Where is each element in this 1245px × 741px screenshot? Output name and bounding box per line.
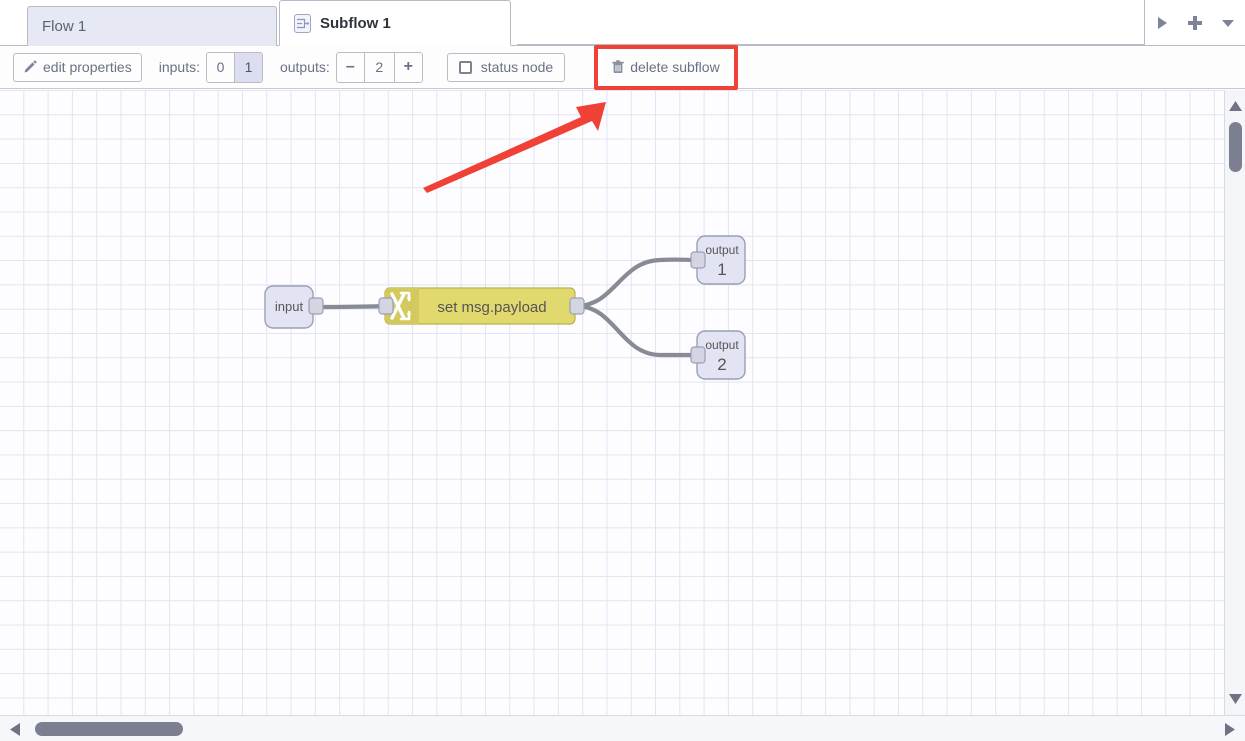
status-node-checkbox[interactable] xyxy=(458,60,472,74)
tab-bar-filler xyxy=(517,0,1144,45)
subflow-toolbar: edit properties inputs: 0 1 outputs: – 2… xyxy=(0,44,1245,90)
status-node-toggle[interactable]: status node xyxy=(446,52,566,82)
tab-flow-1[interactable]: Flow 1 xyxy=(27,6,277,46)
node-subflow-input-label: input xyxy=(275,299,304,314)
delete-subflow-highlight: delete subflow xyxy=(594,44,738,90)
node-subflow-output-1[interactable]: output 1 xyxy=(690,235,746,285)
horizontal-scrollbar[interactable] xyxy=(0,715,1245,741)
wire-change-to-output-2[interactable] xyxy=(573,303,700,358)
node-change-label: set msg.payload xyxy=(437,299,546,316)
scroll-down-button[interactable] xyxy=(1229,691,1242,707)
tab-strip: Flow 1 Subflow 1 xyxy=(0,0,511,46)
wire-change-to-output-1[interactable] xyxy=(573,257,700,309)
add-flow-button[interactable] xyxy=(1183,11,1207,35)
change-shuffle-icon xyxy=(390,291,412,321)
delete-subflow-label: delete subflow xyxy=(630,59,720,75)
port-output-2-input[interactable] xyxy=(690,346,706,364)
pencil-icon xyxy=(23,60,37,74)
annotation-arrow-icon xyxy=(423,102,606,193)
flow-canvas[interactable]: input set msg.payload output 1 xyxy=(0,90,1224,715)
node-subflow-output-1-label: output xyxy=(705,243,739,257)
wire-input-to-change[interactable] xyxy=(310,303,388,310)
tab-flow-1-label: Flow 1 xyxy=(42,18,87,35)
inputs-selector[interactable]: 0 1 xyxy=(205,51,263,83)
port-change-output[interactable] xyxy=(569,297,585,315)
horizontal-scrollbar-thumb[interactable] xyxy=(35,722,183,736)
inputs-label: inputs: xyxy=(158,59,200,75)
node-change[interactable]: set msg.payload xyxy=(378,287,585,325)
edit-properties-button[interactable]: edit properties xyxy=(13,52,142,82)
outputs-value: 2 xyxy=(364,52,395,82)
canvas-svg: input set msg.payload output 1 xyxy=(264,102,746,380)
flow-tab-bar: Flow 1 Subflow 1 xyxy=(0,0,1245,46)
scroll-right-button[interactable] xyxy=(1225,723,1235,739)
delete-subflow-button[interactable]: delete subflow xyxy=(602,52,730,82)
vertical-scrollbar[interactable] xyxy=(1224,90,1245,715)
node-subflow-output-2-label: output xyxy=(705,338,739,352)
scroll-up-button[interactable] xyxy=(1229,98,1242,114)
outputs-stepper[interactable]: – 2 + xyxy=(335,51,423,83)
scroll-left-button[interactable] xyxy=(10,723,20,739)
inputs-option-1[interactable]: 1 xyxy=(234,52,262,82)
tab-subflow-1-label: Subflow 1 xyxy=(320,14,391,32)
port-change-input[interactable] xyxy=(378,297,394,315)
subflow-icon xyxy=(294,13,311,33)
outputs-increment-button[interactable]: + xyxy=(394,52,422,82)
trash-icon xyxy=(612,60,624,74)
outputs-label: outputs: xyxy=(279,59,330,75)
port-output-1-input[interactable] xyxy=(690,251,706,269)
tab-bar-controls xyxy=(1144,0,1245,45)
node-subflow-output-1-index: 1 xyxy=(717,260,726,279)
edit-properties-label: edit properties xyxy=(43,59,132,75)
inputs-option-0[interactable]: 0 xyxy=(206,52,235,82)
node-subflow-input[interactable]: input xyxy=(264,285,324,329)
node-subflow-output-2[interactable]: output 2 xyxy=(690,330,746,380)
port-input-output[interactable] xyxy=(308,297,324,315)
flow-menu-button[interactable] xyxy=(1216,11,1240,35)
vertical-scrollbar-thumb[interactable] xyxy=(1229,122,1242,172)
tab-subflow-1[interactable]: Subflow 1 xyxy=(279,0,511,46)
outputs-decrement-button[interactable]: – xyxy=(336,52,365,82)
next-tab-button[interactable] xyxy=(1150,11,1174,35)
status-node-label: status node xyxy=(480,59,554,75)
node-subflow-output-2-index: 2 xyxy=(717,355,726,374)
